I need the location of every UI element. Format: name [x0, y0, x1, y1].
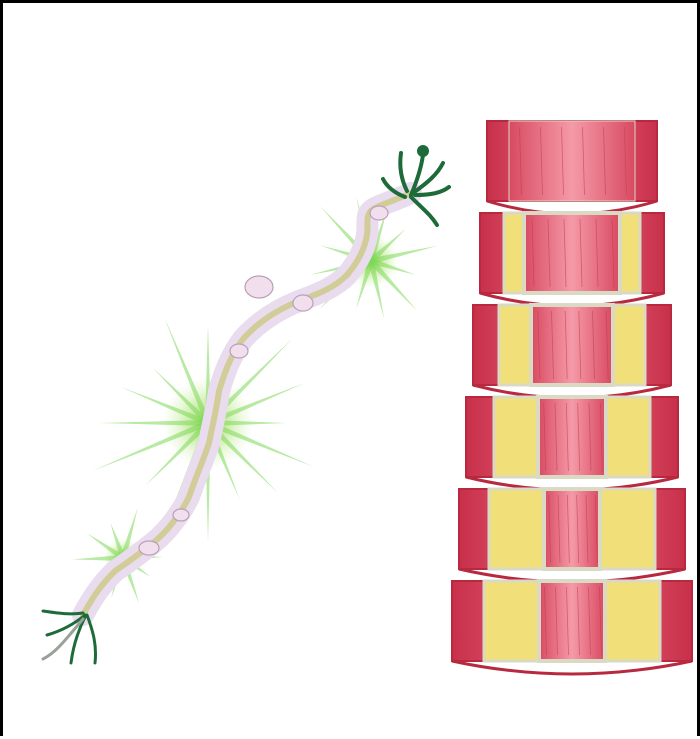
inflammation-sparks [72, 197, 438, 603]
lumen [531, 305, 613, 385]
vessel-segment [466, 397, 678, 490]
vessel-segment [452, 581, 692, 674]
dendrite-bottom-icon [43, 611, 96, 663]
lumen [539, 581, 605, 661]
vessel-segment [487, 121, 657, 214]
dendrite-top-icon [383, 147, 449, 225]
vessel-segment [473, 305, 671, 398]
lumen [538, 397, 606, 477]
vessel-segment [459, 489, 685, 582]
vessel-segment [480, 213, 664, 306]
illustration [3, 3, 700, 739]
lumen [544, 489, 600, 569]
lumen [509, 121, 635, 201]
spark-ray [99, 420, 208, 426]
lumen [524, 213, 620, 293]
nerve-fiber [43, 147, 449, 663]
blood-vessel [452, 121, 692, 674]
